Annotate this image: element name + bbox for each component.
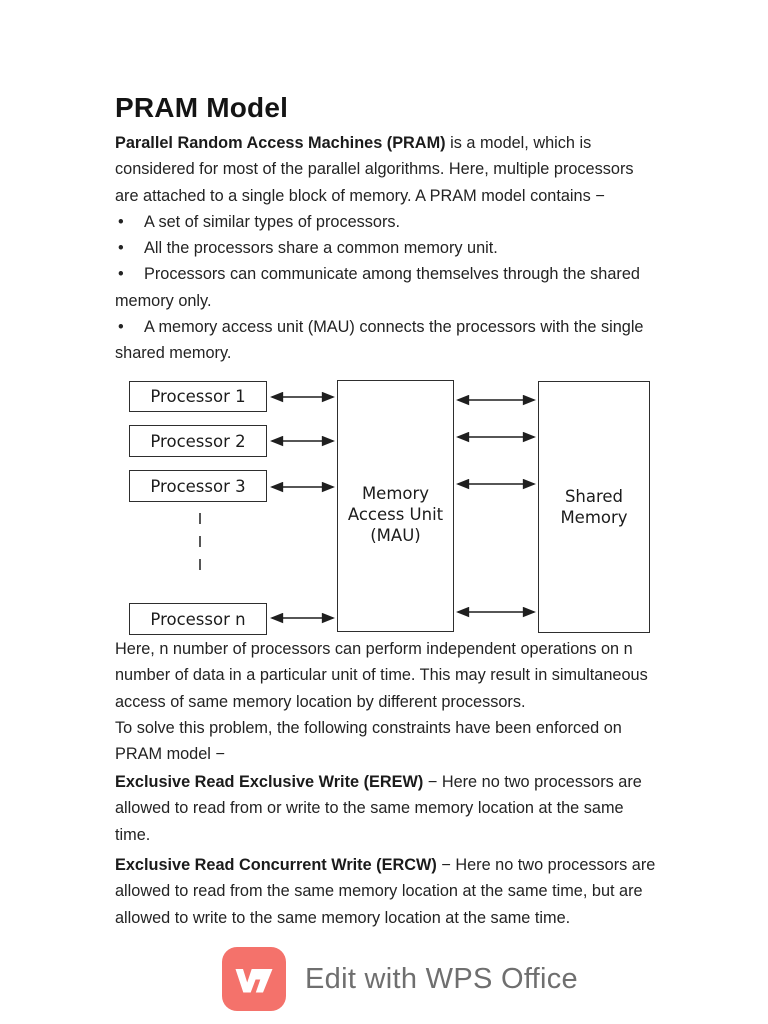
- text-line: time.: [115, 822, 675, 848]
- processor-3-label: Processor 3: [150, 476, 246, 496]
- text-line: allowed to write to the same memory loca…: [115, 905, 675, 931]
- text: allowed to read from the same memory loc…: [115, 882, 643, 901]
- text-line: Parallel Random Access Machines (PRAM) i…: [115, 130, 675, 156]
- diagram-box-processor-1: Processor 1: [129, 381, 267, 412]
- diagram-box-processor-n: Processor n: [129, 603, 267, 635]
- text: are attached to a single block of memory…: [115, 186, 605, 205]
- diagram-box-shared-memory: Shared Memory: [538, 381, 650, 633]
- erew-paragraph: Exclusive Read Exclusive Write (EREW) − …: [115, 769, 675, 848]
- text: is a model, which is: [445, 134, 592, 152]
- bullet-line: • A set of similar types of processors.: [115, 209, 675, 235]
- bullet-icon: •: [118, 318, 124, 337]
- bullet-line: • A memory access unit (MAU) connects the…: [115, 314, 675, 340]
- text: − Here no two processors are: [423, 773, 642, 791]
- text: allowed to read from or write to the sam…: [115, 799, 624, 818]
- page-title: PRAM Model: [115, 92, 289, 123]
- text-line: To solve this problem, the following con…: [115, 715, 675, 741]
- text-line: are attached to a single block of memory…: [115, 183, 675, 209]
- text-line: memory only.: [115, 288, 675, 314]
- text: memory only.: [115, 291, 212, 310]
- text-line: PRAM model −: [115, 741, 675, 767]
- edit-with-wps-button[interactable]: Edit with WPS Office: [222, 946, 578, 1012]
- processor-n-label: Processor n: [150, 609, 246, 629]
- text: access of same memory location by differ…: [115, 692, 526, 711]
- text-line: allowed to read from or write to the sam…: [115, 795, 675, 821]
- mau-label-line2: Access Unit: [347, 504, 444, 524]
- text-line: Here, n number of processors can perform…: [115, 636, 675, 662]
- text-line: allowed to read from the same memory loc…: [115, 878, 675, 904]
- bold-text: Exclusive Read Exclusive Write (EREW): [115, 773, 424, 791]
- processor-1-label: Processor 1: [150, 387, 246, 406]
- text: All the processors share a common memory…: [144, 239, 498, 258]
- text-line: access of same memory location by differ…: [115, 689, 675, 715]
- text: time.: [115, 825, 151, 844]
- edit-with-wps-label: Edit with WPS Office: [305, 962, 578, 995]
- bold-text: Parallel Random Access Machines (PRAM): [115, 134, 446, 152]
- wps-logo-icon: [222, 947, 286, 1011]
- diagram-box-processor-2: Processor 2: [129, 425, 267, 457]
- mau-label-line1: Memory: [361, 483, 430, 503]
- bullet-line: • All the processors share a common memor…: [115, 235, 675, 261]
- text: − Here no two processors are: [436, 856, 656, 874]
- text-line: shared memory.: [115, 340, 675, 366]
- bullet-icon: •: [118, 212, 124, 231]
- text: A set of similar types of processors.: [144, 212, 401, 231]
- bullet-icon: •: [118, 265, 124, 284]
- text: Here, n number of processors can perform…: [115, 640, 633, 658]
- text: Processors can communicate among themsel…: [144, 265, 640, 284]
- diagram-box-processor-3: Processor 3: [129, 470, 267, 502]
- text: considered for most of the parallel algo…: [115, 160, 634, 179]
- shared-label-line1: Shared: [564, 487, 624, 506]
- ercw-paragraph: Exclusive Read Concurrent Write (ERCW) −…: [115, 852, 675, 931]
- text-line: Exclusive Read Exclusive Write (EREW) − …: [115, 769, 675, 795]
- processor-2-label: Processor 2: [150, 431, 246, 451]
- text: To solve this problem, the following con…: [115, 718, 622, 737]
- text: shared memory.: [115, 344, 232, 363]
- paragraph-after-diagram: Here, n number of processors can perform…: [115, 636, 675, 767]
- shared-label-line2: Memory: [560, 508, 628, 527]
- intro-paragraph-and-bullets: Parallel Random Access Machines (PRAM) i…: [115, 130, 675, 367]
- bullet-icon: •: [118, 239, 124, 258]
- text-line: Exclusive Read Concurrent Write (ERCW) −…: [115, 852, 675, 878]
- text-line: considered for most of the parallel algo…: [115, 156, 675, 182]
- text: number of data in a particular unit of t…: [115, 666, 648, 685]
- text: A memory access unit (MAU) connects the …: [144, 318, 644, 337]
- text: PRAM model −: [115, 745, 225, 764]
- bullet-line: • Processors can communicate among themse…: [115, 261, 675, 287]
- text-line: number of data in a particular unit of t…: [115, 662, 675, 688]
- mau-label-line3: (MAU): [370, 525, 421, 545]
- bold-text: Exclusive Read Concurrent Write (ERCW): [115, 856, 437, 874]
- diagram-box-memory-access-unit: Memory Access Unit (MAU): [337, 380, 454, 632]
- text: allowed to write to the same memory loca…: [115, 908, 571, 927]
